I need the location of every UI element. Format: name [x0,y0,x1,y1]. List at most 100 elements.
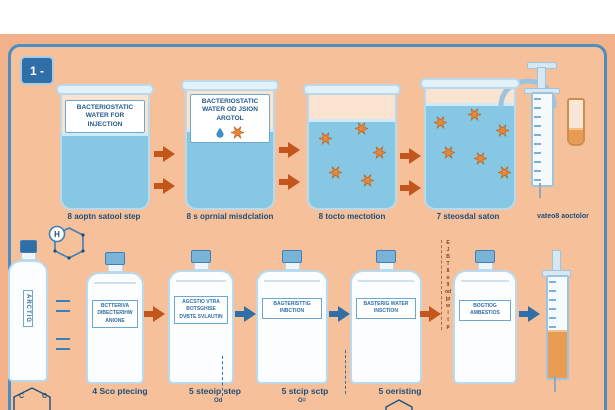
glyph: B [446,254,450,260]
caption-step-5: vateo8 aoctolor [537,213,589,220]
arrow-right-icon [279,174,300,190]
bottle-cap [19,240,37,253]
syringe-ticks [534,98,541,181]
beaker-rim [56,84,154,95]
bottle-cap [376,250,396,263]
star-icon [355,122,368,135]
label-line: BACTERIOSTATIC [201,98,259,105]
arrow-right-icon [235,306,256,322]
label-line: WATER OD JSION [202,106,258,114]
bottle-4-label: BAGTERISTTIG INBCTION [262,298,322,319]
arrow-right-icon [329,306,350,322]
caption-step-2: 8 s oprnial misdclation [186,212,274,221]
label-line: BOGTIOG [473,303,497,309]
glyph: p [446,324,450,330]
beaker-water [62,133,148,208]
bottle-neck [284,263,300,270]
chem-fragment-icon [385,399,413,410]
beaker-2-label: BACTERIOSTATIC WATER OD JSION ARGTOL [190,94,270,144]
dashed-connector [345,350,346,394]
bottle-neck [20,253,36,260]
bottle-stripe [461,280,509,282]
bottle-cap [282,250,302,263]
annotation-glyph-column: E J B T 8 o 9 od jp w i t p [441,240,451,330]
caption-step-9: 5 oeristing [378,386,422,396]
arrow-right-icon [420,306,441,322]
bottle-body: BAGTERISTTIG INBCTION [256,270,328,384]
glyph: E [446,240,450,246]
label-line: ANIONE [105,317,125,324]
beaker-glass [424,82,516,210]
arrow-right-icon [154,146,175,162]
label-line: BAGTERISTTIG [273,301,311,307]
star-icon [319,132,332,145]
glyph: i [447,310,449,316]
beaker-3 [303,84,401,210]
vial-liquid [569,128,583,144]
bottle-cap [475,250,495,263]
bottle-body: AGCSTIO VTRA BOTSGHISE DVBTE SVLAUTIN [168,270,234,384]
syringe-ticks [549,281,556,374]
arrow-right-icon [279,142,300,158]
step-badge: 1 - [20,56,54,85]
syringe-needle [539,183,541,198]
bottle-cap [105,252,125,265]
beaker-rim [303,84,401,95]
glyph: 9 [446,282,450,288]
beaker-2: BACTERIOSTATIC WATER OD JSION ARGTOL [181,80,279,210]
beaker-1-label: BACTERIOSTATIC WATER FOR INJECTION [65,100,145,134]
label-line: DVBTE SVLAUTIN [179,313,223,320]
dashed-connector [222,356,223,396]
bottle-3: AGCSTIO VTRA BOTSGHISE DVBTE SVLAUTIN [168,250,234,384]
bottle-stripe [94,282,136,284]
caption-step-4: 7 steosdal saton [436,212,500,221]
bottle-6: BOGTIOG AMBESTIOS [453,250,517,384]
atom-label: C [42,393,47,400]
beaker-water [426,103,514,208]
bottle-neck [378,263,394,270]
glyph: 8 [446,268,450,274]
beaker-4 [420,78,520,210]
label-line: BACTERIOSTATIC [76,104,134,111]
beaker-1: BACTERIOSTATIC WATER FOR INJECTION [56,84,154,210]
label-line: AMBESTIOS [470,310,500,317]
syringe-needle [554,376,556,392]
chem-fragment-label: Od [214,398,223,404]
sample-vial-icon [567,98,585,146]
chem-fragment-icon: C C [13,387,51,410]
glyph: jp [445,296,451,302]
syringe-liquid [548,330,567,378]
chem-fragment-label: O= [298,398,307,404]
bottle-body: BCTTERIVA DIBECTERIHW ANIONE [86,272,144,384]
star-icon [496,124,509,137]
glyph: w [446,303,450,309]
arrow-right-icon [400,180,421,196]
star-icon [474,152,487,165]
label-line: WATER FOR [85,112,125,120]
droplet-icon [216,128,224,139]
label-line: INSCTION [374,308,398,315]
bottle-5-label: BASTERIG WATER INSCTION [356,298,416,319]
bottle-stripe [176,280,226,282]
bottle-neck [193,263,209,270]
caption-step-1: 8 aoptn satool step [67,212,141,221]
bottle-stripe [358,280,414,282]
arrow-right-icon [154,178,175,194]
label-line: DIBECTERIHW [97,310,133,317]
equals-mark [56,338,70,350]
beaker-rim [181,80,279,91]
star-icon [373,146,386,159]
star-icon [442,146,455,159]
arrow-right-icon [519,306,540,322]
arrow-right-icon [144,306,165,322]
caption-step-3: 8 tocto mectotion [318,212,386,221]
syringe-plunger-rod [552,250,561,272]
glyph: o [446,275,450,281]
collection-syringe-icon [531,92,554,187]
bottle-body: BOGTIOG AMBESTIOS [453,270,517,384]
bottle-cap [191,250,211,263]
atom-label: C [19,393,24,400]
bottle-neck [477,263,493,270]
bottle-stripe [264,280,320,282]
